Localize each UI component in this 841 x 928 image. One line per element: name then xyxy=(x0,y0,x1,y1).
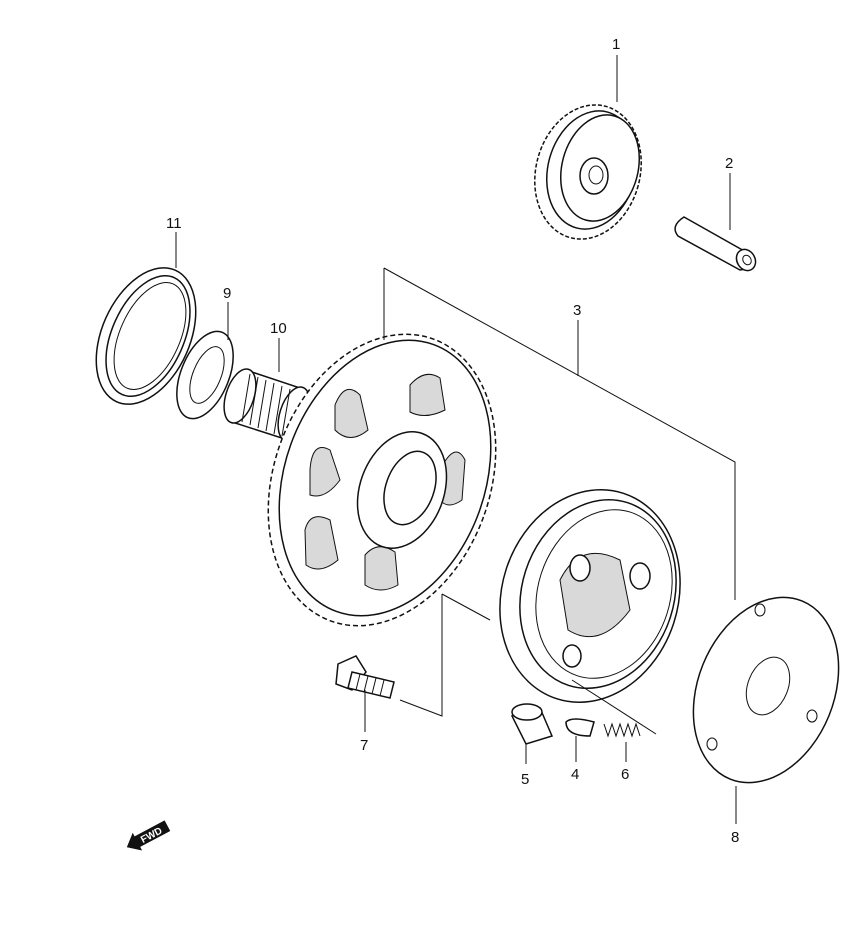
callout-numbers: 1 2 3 4 5 6 7 8 9 10 11 xyxy=(166,36,739,846)
fwd-arrow-icon: FWD xyxy=(126,820,171,851)
callout-4: 4 xyxy=(571,766,579,783)
callout-7: 7 xyxy=(360,737,368,754)
callout-8: 8 xyxy=(731,829,739,846)
part-6-spring xyxy=(603,722,641,738)
callout-5: 5 xyxy=(521,771,529,788)
part-4-plunger xyxy=(565,718,595,737)
part-9-washer xyxy=(176,330,234,420)
callout-2: 2 xyxy=(725,155,733,172)
callout-6: 6 xyxy=(621,766,629,783)
part-5-roller xyxy=(510,703,554,745)
leader-lines xyxy=(175,55,737,824)
callout-11: 11 xyxy=(166,215,182,232)
part-11-ring xyxy=(95,267,197,405)
callout-1: 1 xyxy=(612,36,620,53)
callout-9: 9 xyxy=(223,285,231,302)
fwd-label: FWD xyxy=(139,826,164,846)
callout-10: 10 xyxy=(270,320,287,337)
clutch-housing xyxy=(499,488,681,704)
callout-3: 3 xyxy=(573,302,581,319)
part-8-plate xyxy=(692,596,840,784)
part-7-bolt xyxy=(335,655,395,699)
part-3-starter-gear xyxy=(267,333,497,627)
part-1-gear xyxy=(534,104,642,240)
part-2-shaft xyxy=(674,216,757,272)
